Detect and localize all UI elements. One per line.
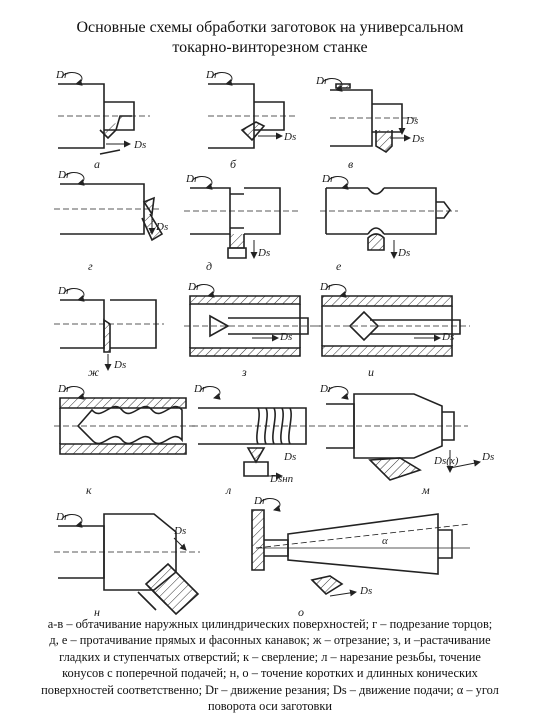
scheme-e	[320, 176, 458, 259]
scheme-z	[184, 284, 320, 357]
ds-label-zh: Ds	[113, 359, 126, 371]
scheme-b	[208, 72, 298, 149]
ds-label-m: Ds	[481, 451, 494, 463]
panel-label-k: к	[86, 483, 92, 497]
panel-label-o: о	[298, 605, 304, 619]
panel-label-z: з	[241, 365, 247, 379]
caption-line-4: конусов с поперечной подачей; н, о – точ…	[62, 666, 478, 681]
panel-label-d: д	[206, 259, 212, 273]
dr-label-l: Dr	[193, 383, 207, 395]
dr-label-k: Dr	[57, 383, 71, 395]
panel-label-n: н	[94, 605, 100, 619]
ds-label-l: Ds	[283, 451, 296, 463]
panel-label-v: в	[348, 157, 353, 171]
ds-label-v2: Ds	[411, 133, 424, 145]
dr-label-m: Dr	[319, 383, 333, 395]
caption-line-6: поворота оси заготовки	[207, 699, 333, 714]
scheme-v	[321, 78, 418, 154]
scheme-zh	[54, 288, 164, 371]
ds-label-d: Ds	[257, 247, 270, 259]
scheme-g	[54, 172, 164, 242]
ds-label-i: Ds	[441, 331, 454, 343]
panel-label-g: г	[88, 259, 93, 273]
scheme-n	[54, 513, 200, 616]
page-title: Основные схемы обработки заготовок на ун…	[0, 18, 540, 58]
caption-line-1: а-в – обтачивание наружных цилиндрически…	[47, 617, 493, 631]
scheme-m	[320, 386, 481, 481]
dr-label-e: Dr	[321, 173, 335, 185]
ds-label-g: Ds	[155, 221, 168, 233]
dr-label-n: Dr	[55, 511, 69, 523]
figure-caption: а-в – обтачивание наружных цилиндрически…	[18, 616, 522, 714]
scheme-d	[184, 176, 298, 259]
scheme-l	[192, 386, 320, 480]
dsnp-label-l: Dsнп	[269, 473, 294, 485]
ds-label-o: Ds	[359, 585, 372, 597]
dr-label-a: Dr	[55, 69, 69, 81]
panel-label-a: а	[94, 157, 100, 171]
ds-label-a: Ds	[133, 139, 146, 151]
dsx-label-m: Ds(x)	[433, 455, 459, 467]
dr-label-i: Dr	[319, 281, 333, 293]
panel-label-zh: ж	[88, 365, 99, 379]
panel-label-e: е	[336, 259, 342, 273]
panel-label-b: б	[230, 157, 237, 171]
dr-label-zh: Dr	[57, 285, 71, 297]
ds-label-v1: Ds	[405, 115, 418, 127]
caption-line-2: д, е – протачивание прямых и фасонных ка…	[49, 633, 491, 648]
machining-schemes-diagram: а б в г д е ж з и к л м н о Dr Ds Dr Ds …	[30, 64, 510, 624]
ds-label-b: Ds	[283, 131, 296, 143]
caption-line-5: поверхностей соответственно; Dr – движен…	[41, 682, 499, 697]
ds-label-n: Ds	[173, 525, 186, 537]
title-line-1: Основные схемы обработки заготовок на ун…	[76, 19, 464, 36]
dr-label-g: Dr	[57, 169, 71, 181]
scheme-a	[58, 72, 150, 155]
scheme-i	[316, 284, 470, 357]
ds-label-e: Ds	[397, 247, 410, 259]
dr-label-b: Dr	[205, 69, 219, 81]
dr-label-z: Dr	[187, 281, 201, 293]
ds-label-z: Ds	[279, 331, 292, 343]
scheme-k	[54, 386, 198, 455]
caption-line-3: гладких и ступенчатых отверстий; к – све…	[59, 649, 481, 664]
dr-label-v: Dr	[315, 75, 329, 87]
panel-label-m: м	[421, 483, 430, 497]
title-line-2: токарно-винторезном станке	[172, 39, 368, 56]
dr-label-d: Dr	[185, 173, 199, 185]
scheme-o	[251, 498, 471, 597]
panel-label-l: л	[225, 483, 231, 497]
dr-label-o: Dr	[253, 495, 267, 507]
angle-label-o: α	[382, 535, 388, 547]
panel-label-i: и	[368, 365, 374, 379]
